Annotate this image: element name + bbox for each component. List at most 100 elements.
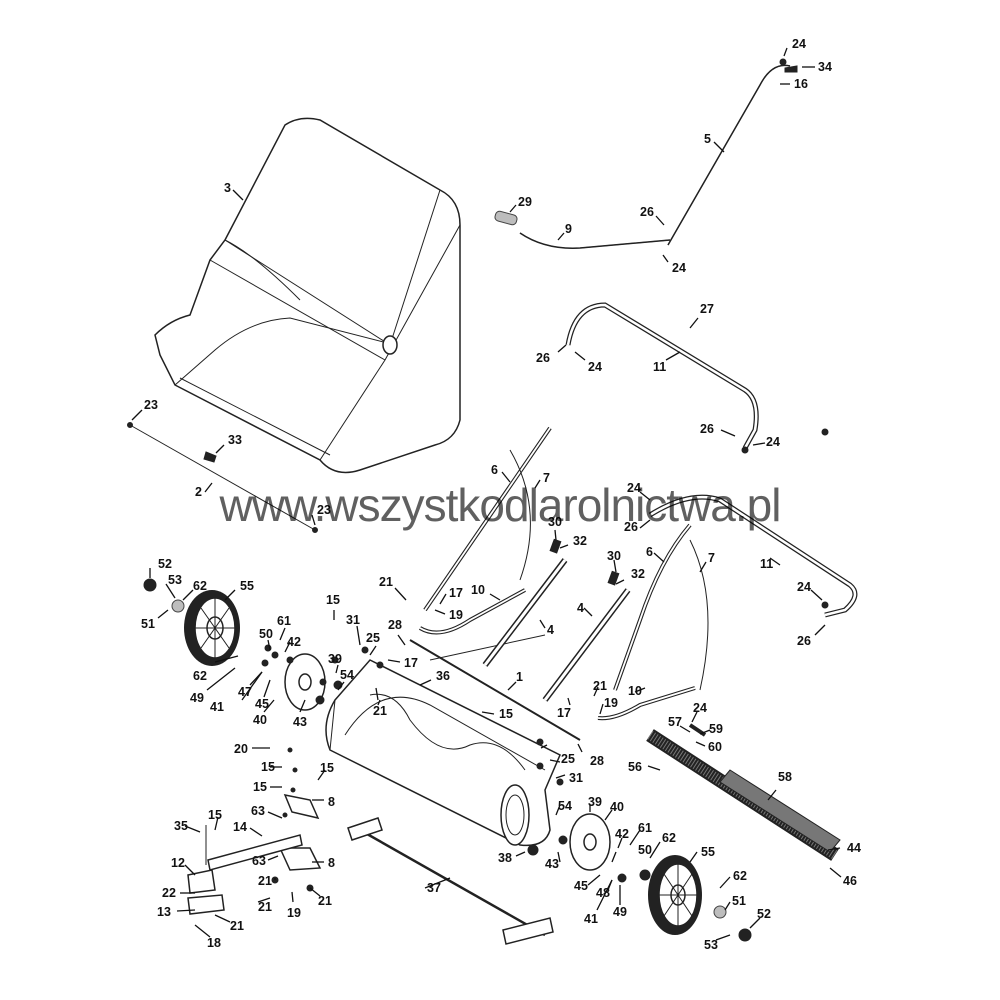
callout: 52 <box>158 557 172 571</box>
handle-11-upper <box>565 302 759 450</box>
callout: 8 <box>328 795 335 809</box>
callout: 30 <box>548 515 562 529</box>
callout: 19 <box>604 696 618 710</box>
callout: 51 <box>732 894 746 908</box>
callout: 26 <box>797 634 811 648</box>
callout: 10 <box>628 684 642 698</box>
callout: 63 <box>251 804 265 818</box>
callout: 23 <box>144 398 158 412</box>
callout: 26 <box>640 205 654 219</box>
callout: 30 <box>607 549 621 563</box>
wheel-left <box>184 590 240 666</box>
handle-11-lower <box>648 494 858 618</box>
callout: 62 <box>193 669 207 683</box>
callout: 27 <box>700 302 714 316</box>
callout: 4 <box>547 623 554 637</box>
callout: 28 <box>590 754 604 768</box>
callout: 17 <box>449 586 463 600</box>
axle-rod-1 <box>409 639 581 741</box>
callout: 24 <box>792 37 806 51</box>
callout: 59 <box>709 722 723 736</box>
brush-strip <box>646 723 841 861</box>
callout: 21 <box>593 679 607 693</box>
callout: 16 <box>794 77 808 91</box>
callout: 15 <box>499 707 513 721</box>
callout: 32 <box>573 534 587 548</box>
callout: 19 <box>287 906 301 920</box>
callout: 50 <box>638 843 652 857</box>
callout: 21 <box>318 894 332 908</box>
callout: 40 <box>253 713 267 727</box>
callout: 61 <box>277 614 291 628</box>
callout: 8 <box>328 856 335 870</box>
callout: 7 <box>543 471 550 485</box>
callout: 4 <box>577 601 584 615</box>
hopper-bag <box>154 117 461 474</box>
hardware-dots <box>143 428 829 942</box>
callout: 47 <box>238 685 252 699</box>
upper-handle <box>494 58 798 249</box>
callout: 53 <box>704 938 718 952</box>
callout: 1 <box>516 670 523 684</box>
callout: 37 <box>427 881 441 895</box>
callout: 42 <box>615 827 629 841</box>
callout: 45 <box>574 879 588 893</box>
leader-lines <box>131 47 842 941</box>
callout: 38 <box>498 851 512 865</box>
callout: 42 <box>287 635 301 649</box>
callout: 15 <box>261 760 275 774</box>
callout: 39 <box>588 795 602 809</box>
callout: 41 <box>584 912 598 926</box>
callout: 2 <box>195 485 202 499</box>
callout: 56 <box>628 760 642 774</box>
callout: 11 <box>760 557 773 571</box>
callout: 40 <box>610 800 624 814</box>
callout: 62 <box>662 831 676 845</box>
callout: 35 <box>174 819 188 833</box>
callout: 26 <box>536 351 550 365</box>
springs <box>482 538 631 702</box>
callout: 3 <box>224 181 231 195</box>
callout: 24 <box>627 481 641 495</box>
callout: 12 <box>171 856 185 870</box>
callout: 57 <box>668 715 682 729</box>
callout: 7 <box>708 551 715 565</box>
callout: 61 <box>638 821 652 835</box>
wheel-right <box>648 855 702 935</box>
callout: 5 <box>704 132 711 146</box>
callout: 45 <box>255 697 269 711</box>
callout: 24 <box>588 360 602 374</box>
callout: 62 <box>193 579 207 593</box>
callout: 26 <box>700 422 714 436</box>
callout: 9 <box>565 222 572 236</box>
callout: 36 <box>436 669 450 683</box>
callout: 23 <box>317 503 331 517</box>
callout: 19 <box>449 608 463 622</box>
callout: 24 <box>797 580 811 594</box>
callout: 43 <box>545 857 559 871</box>
callout: 58 <box>778 770 792 784</box>
callout: 21 <box>258 874 272 888</box>
callout: 24 <box>672 261 686 275</box>
callout: 63 <box>252 854 266 868</box>
left-side-frame <box>418 426 552 661</box>
callout: 31 <box>569 771 583 785</box>
callout: 11 <box>653 360 666 374</box>
callout: 34 <box>818 60 832 74</box>
callout: 52 <box>757 907 771 921</box>
callout: 49 <box>190 691 204 705</box>
callout: 62 <box>733 869 747 883</box>
callout: 15 <box>320 761 334 775</box>
callout: 50 <box>259 627 273 641</box>
callout: 46 <box>843 874 857 888</box>
callout: 21 <box>379 575 393 589</box>
callout: 15 <box>326 593 340 607</box>
callout: 31 <box>346 613 360 627</box>
callout: 33 <box>228 433 242 447</box>
callout: 17 <box>404 656 418 670</box>
callout: 55 <box>701 845 715 859</box>
callout: 49 <box>613 905 627 919</box>
callout: 44 <box>847 841 861 855</box>
callout: 21 <box>373 704 387 718</box>
callout: 22 <box>162 886 176 900</box>
